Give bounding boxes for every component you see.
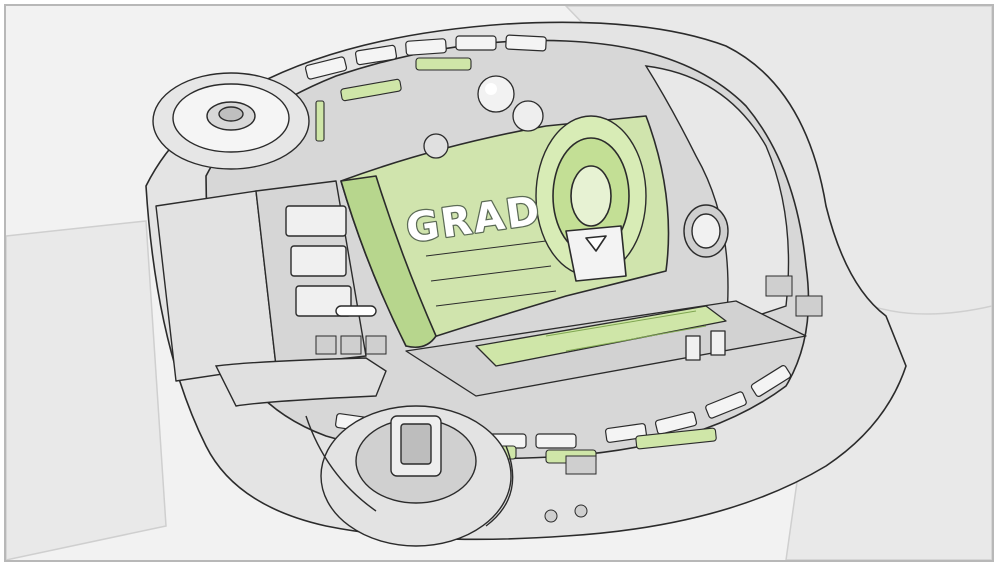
- station-cutaway-illustration: GRAD: [6, 6, 992, 560]
- right-section: [644, 65, 790, 328]
- top-hatch: [152, 72, 310, 170]
- floor-deck: [405, 300, 807, 397]
- illustration-frame: GRAD: [4, 4, 994, 562]
- spheres: [423, 75, 544, 159]
- airlock-pod: [214, 357, 514, 547]
- left-module: [155, 180, 377, 382]
- small-details: [315, 275, 823, 523]
- grad-module: GRAD: [340, 115, 670, 349]
